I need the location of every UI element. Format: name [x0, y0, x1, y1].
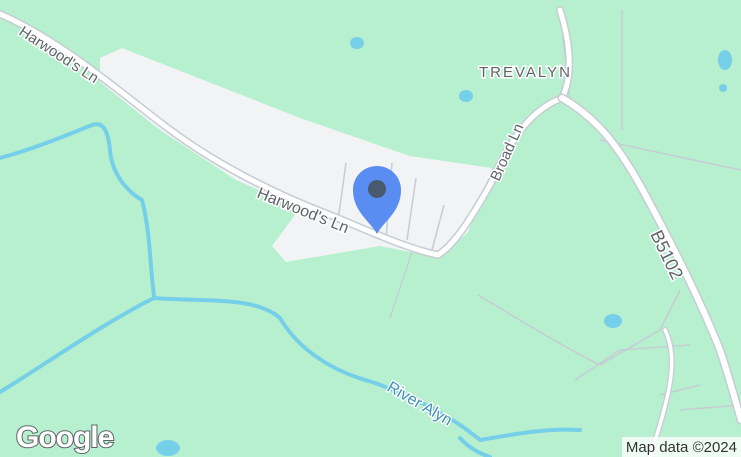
river-alyn-water — [0, 122, 582, 457]
google-logo: Google — [15, 420, 115, 455]
place-label-trevalyn: TREVALYN — [479, 64, 572, 81]
map-attribution[interactable]: Map data ©2024 — [621, 437, 741, 457]
location-pin-icon[interactable] — [353, 166, 401, 234]
ponds — [156, 37, 732, 456]
roads — [0, 6, 741, 457]
